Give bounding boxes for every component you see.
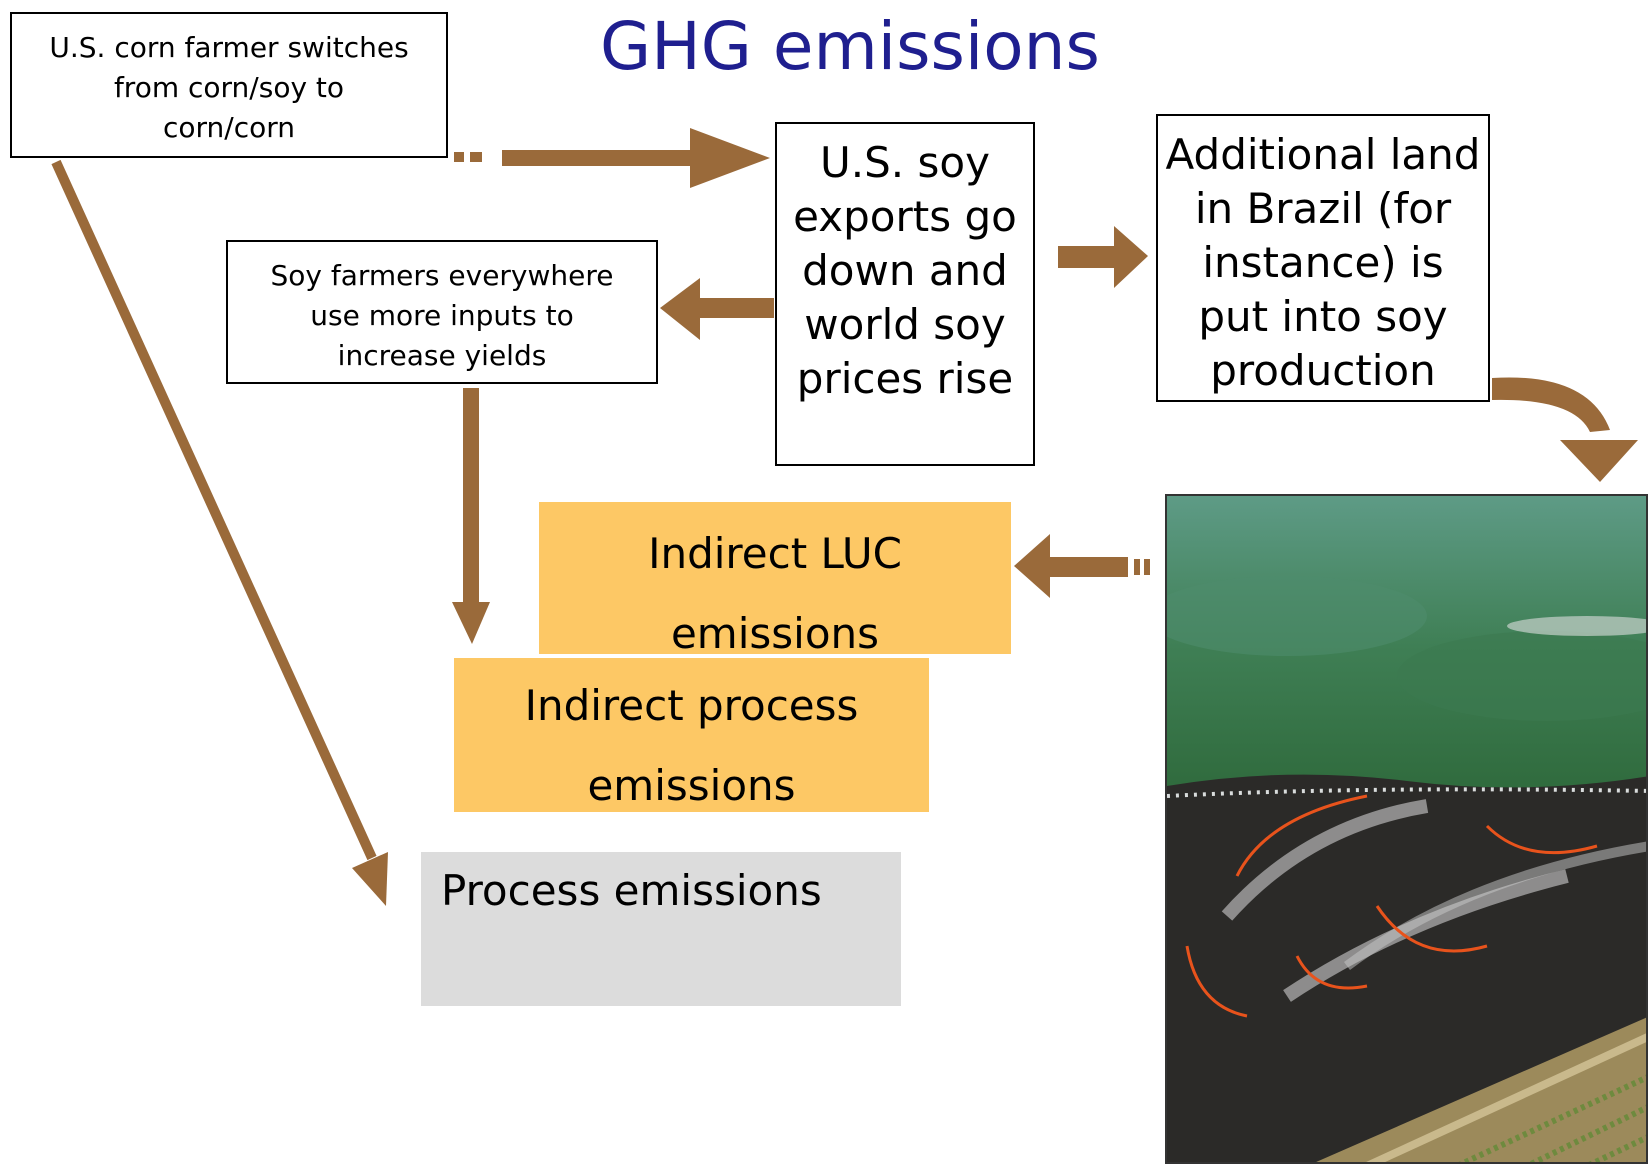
indirect-process-emissions-box: Indirect process emissions [454, 658, 929, 812]
soy-farmers-box: Soy farmers everywhere use more inputs t… [226, 240, 658, 384]
deforestation-photo [1165, 494, 1648, 1164]
arrow-corn-to-us-soy [454, 128, 770, 188]
arrow-us-soy-to-soy-farmers [660, 278, 774, 340]
process-emissions-box: Process emissions [421, 852, 901, 1006]
brazil-land-text: Additional land in Brazil (for instance)… [1165, 130, 1481, 395]
corn-farmer-box: U.S. corn farmer switches from corn/soy … [10, 12, 448, 158]
indirect-process-text: Indirect process emissions [524, 681, 859, 810]
arrow-brazil-to-photo [1492, 377, 1638, 482]
corn-farmer-text: U.S. corn farmer switches from corn/soy … [49, 31, 409, 144]
deforestation-photo-svg [1167, 496, 1646, 1162]
page-title: GHG emissions [600, 8, 1100, 85]
arrow-us-soy-to-brazil [1058, 226, 1148, 288]
us-soy-exports-text: U.S. soy exports go down and world soy p… [793, 138, 1017, 403]
us-soy-exports-box: U.S. soy exports go down and world soy p… [775, 122, 1035, 466]
indirect-luc-emissions-box: Indirect LUC emissions [539, 502, 1011, 658]
arrow-photo-to-indirect-luc [1014, 534, 1150, 598]
arrow-soy-farmers-to-indirect-process [452, 388, 490, 644]
process-emissions-text: Process emissions [441, 866, 822, 915]
soy-farmers-text: Soy farmers everywhere use more inputs t… [270, 259, 614, 372]
brazil-land-box: Additional land in Brazil (for instance)… [1156, 114, 1490, 402]
arrow-corn-to-process [51, 159, 388, 906]
indirect-luc-text: Indirect LUC emissions [648, 529, 902, 658]
